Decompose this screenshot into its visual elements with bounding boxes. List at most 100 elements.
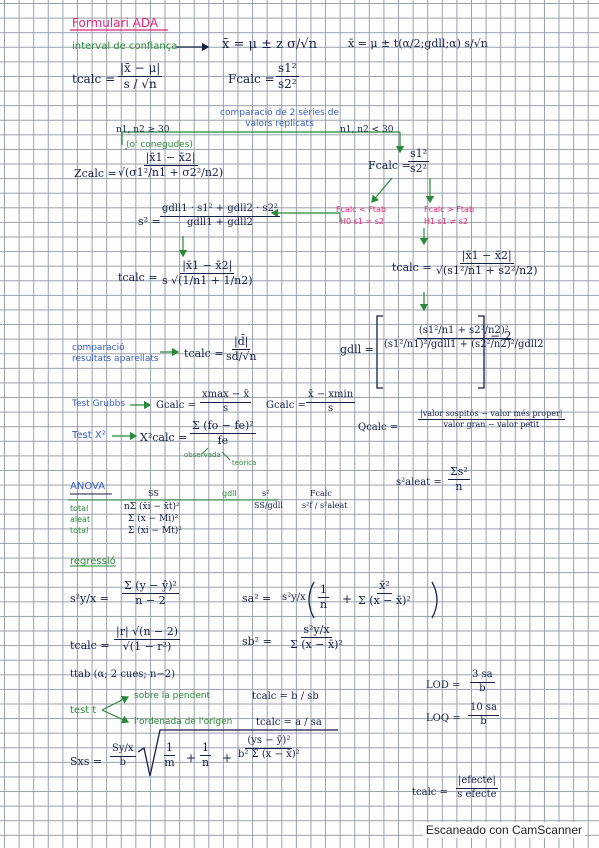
pooled-lhs: s² = bbox=[138, 215, 161, 228]
sb-lhs: sb² = bbox=[242, 635, 272, 648]
anova-header-s2: s² bbox=[262, 489, 270, 498]
pooled-den: gdll1 + gdll2 bbox=[187, 216, 253, 228]
paired-lhs: tcalc = bbox=[184, 347, 224, 360]
paired-label: comparació resultats aparellats bbox=[72, 343, 159, 365]
zcalc-lhs: Zcalc = bbox=[74, 167, 117, 180]
gdll-tail: − 2 bbox=[490, 329, 512, 343]
sxs-term3: (ys − ȳ)² b² Σ (x − x̄)² bbox=[238, 735, 300, 760]
sb-num: s²y/x bbox=[301, 623, 332, 638]
grubbs2-den: s bbox=[328, 402, 334, 414]
scanner-watermark: Escaneado con CamScanner bbox=[422, 822, 585, 838]
lod-lhs: LOD = bbox=[426, 680, 461, 691]
grubbs-label: Test Grubbs bbox=[72, 399, 126, 409]
anova-header-ss: SS bbox=[148, 489, 159, 498]
sa-prefactor: s²y/x bbox=[282, 592, 306, 603]
anova-ss-value: Σ (xi − Mt)² bbox=[128, 526, 182, 536]
tcalc-den: s / √n bbox=[123, 76, 157, 91]
chi-num: Σ (fo − fe)² bbox=[190, 419, 256, 434]
s2-aleat-fraction: Σs² n bbox=[448, 466, 470, 492]
interval-label: interval de confiança bbox=[72, 41, 178, 52]
tcalc-pooled-fraction: |x̄1 − x̄2| s √(1/n1 + 1/n2) bbox=[162, 260, 253, 286]
sa-term2-den: Σ (x − x̄)² bbox=[358, 593, 411, 607]
grubbs1-fraction: xmax − x̄ s bbox=[200, 389, 252, 414]
grubbs2-num: x̄ − xmin bbox=[306, 389, 356, 403]
fcalc2-num: s1² bbox=[408, 147, 430, 162]
anova-header-gdll: gdll bbox=[222, 489, 237, 498]
tcalc-num: |x̄ − μ| bbox=[118, 61, 163, 77]
anova-ss-value: Σ (x − Mi)² bbox=[128, 514, 179, 524]
tcalc-pooled-num: |x̄1 − x̄2| bbox=[180, 259, 235, 274]
interval-formula-z: x̄ = μ ± z σ/√n bbox=[222, 37, 317, 52]
sa-term1: 1 n bbox=[318, 584, 329, 610]
sxs-prefactor: Sy/x b bbox=[110, 743, 136, 768]
left-condition: n1, n2 ≥ 30 bbox=[116, 125, 170, 135]
loq-fraction: 10 sa b bbox=[468, 702, 499, 727]
anova-s2-formula: SS/gdll bbox=[254, 501, 283, 510]
chi-den: fe bbox=[217, 433, 229, 447]
paired-den: sd/√n bbox=[226, 349, 257, 363]
grubbs2-lhs: Gcalc = bbox=[266, 400, 306, 411]
f-less-label: Fcalc < Ftab bbox=[336, 205, 387, 214]
tcalc-efecte-den: s efecte bbox=[457, 788, 497, 800]
tcalc-fraction: |x̄ − μ| s / √n bbox=[118, 61, 163, 91]
sxs-r1-num: 1 bbox=[164, 741, 175, 756]
chi-theoretical-note: teòrica bbox=[232, 459, 257, 467]
sxs-r3-num: (ys − ȳ)² bbox=[245, 735, 293, 749]
test-t-label: test t bbox=[70, 705, 97, 716]
sa-term2-num: x̄² bbox=[377, 579, 392, 594]
tcalc-efecte-num: |efecte| bbox=[456, 775, 498, 789]
paired-fraction: |d̄| sd/√n bbox=[226, 336, 257, 362]
sxs-r2-den: n bbox=[201, 755, 210, 769]
gdll-lhs: gdll = bbox=[340, 343, 374, 356]
fcalc-num: s1² bbox=[276, 61, 299, 77]
sxs-lhs: Sxs = bbox=[70, 755, 103, 768]
slope-formula: tcalc = b / sb bbox=[252, 691, 319, 702]
ttab-regression: ttab (α; 2 cues; n−2) bbox=[70, 669, 176, 680]
syx-den: n − 2 bbox=[135, 593, 166, 607]
sxs-pre-num: Sy/x bbox=[110, 743, 136, 757]
pooled-fraction: gdll1 · s1² + gdll2 · s2² gdll1 + gdll2 bbox=[160, 203, 280, 228]
sb-fraction: s²y/x Σ (x − x̄)² bbox=[290, 624, 343, 650]
gdll-num: (s1²/n1 + s2²/n2)² bbox=[416, 325, 511, 339]
tcalc-efecte-lhs: tcalc = bbox=[412, 787, 448, 798]
left-condition-note: (o' conegudes) bbox=[126, 140, 193, 150]
tcalc-r-fraction: |r| √(n − 2) √(1 − r²) bbox=[114, 625, 181, 653]
sa-term1-den: n bbox=[319, 597, 328, 611]
syx-lhs: s²y/x = bbox=[70, 592, 109, 605]
syx-num: Σ (y − ŷ)² bbox=[122, 579, 179, 594]
regression-label: regressió bbox=[70, 556, 116, 567]
loq-lhs: LOQ = bbox=[426, 713, 461, 724]
grubbs1-lhs: Gcalc = bbox=[156, 400, 196, 411]
s2-aleat-den: n bbox=[455, 479, 463, 493]
sxs-pre-den: b bbox=[119, 756, 126, 768]
qcalc-den: valor gran − valor petit bbox=[443, 420, 540, 430]
f-less-hypothesis: H0 s1 = s2 bbox=[340, 217, 384, 226]
comparison-label: comparació de 2 sèries de valors replica… bbox=[220, 108, 339, 129]
qcalc-fraction: |valor sospitós − valor més proper| valo… bbox=[418, 409, 565, 430]
gdll-fraction: (s1²/n1 + s2²/n2)² (s1²/n1)²/gdll1 + (s2… bbox=[384, 325, 544, 350]
anova-row-label: total bbox=[70, 526, 89, 535]
right-condition: n1, n2 < 30 bbox=[340, 125, 394, 135]
anova-header-f: Fcalc bbox=[310, 489, 332, 498]
lod-fraction: 3 sa b bbox=[470, 669, 495, 694]
f-more-hypothesis: H1 s1 ≠ s2 bbox=[424, 217, 468, 226]
fcalc2-fraction: s1² s2² bbox=[408, 147, 430, 174]
fcalc-fraction: s1² s2² bbox=[276, 62, 299, 90]
qcalc-num: |valor sospitós − valor més proper| bbox=[418, 409, 565, 421]
plus-sign: + bbox=[186, 751, 197, 765]
anova-label: ANOVA bbox=[70, 481, 106, 492]
anova-f-formula: s²f / s²aleat bbox=[302, 501, 348, 510]
tcalc-r-num: |r| √(n − 2) bbox=[114, 625, 181, 640]
chi-observed-note: observada bbox=[184, 451, 221, 459]
chi-lhs: X²calc = bbox=[140, 431, 188, 444]
sxs-r2-num: 1 bbox=[200, 741, 211, 756]
sxs-term2: 1 n bbox=[200, 742, 211, 768]
tcalc-welch-num: |x̄1 − x̄2| bbox=[459, 249, 514, 264]
sxs-term1: 1 m bbox=[164, 742, 175, 768]
plus-sign: + bbox=[342, 592, 353, 606]
tcalc-r-den: √(1 − r²) bbox=[122, 639, 172, 653]
gdll-den: (s1²/n1)²/gdll1 + (s2²/n2)²/gdll2 bbox=[384, 338, 544, 350]
lod-den: b bbox=[479, 682, 486, 694]
